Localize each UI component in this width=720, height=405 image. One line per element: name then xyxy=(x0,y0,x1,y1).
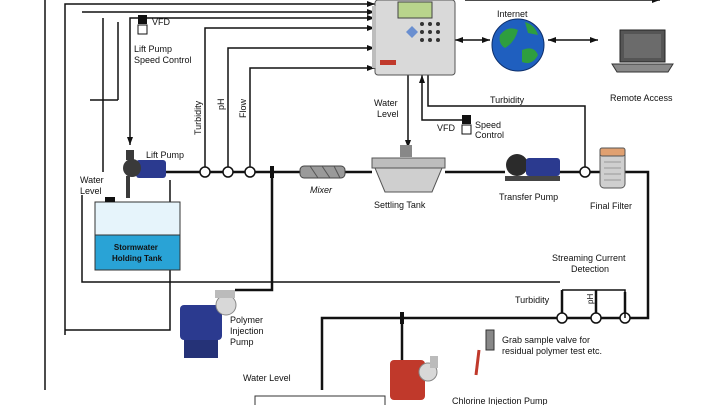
vfd-top-label: VFD xyxy=(152,17,171,27)
arrowheads xyxy=(127,0,660,148)
grab-line1: Grab sample valve for xyxy=(502,335,590,345)
water-level-mid-label: Water Level xyxy=(374,98,400,119)
final-filter-label: Final Filter xyxy=(590,201,632,211)
vfd-box-top xyxy=(137,15,148,35)
turbidity-top-right-label: Turbidity xyxy=(490,95,525,105)
vfd-mid-label: VFD xyxy=(437,123,456,133)
transfer-pump-label: Transfer Pump xyxy=(499,192,558,202)
polymer-line3: Pump xyxy=(230,337,254,347)
polymer-pump-icon xyxy=(180,290,237,358)
injection-point-marker xyxy=(270,166,274,178)
remote-access-label: Remote Access xyxy=(610,93,673,103)
controller-panel xyxy=(372,0,456,76)
streaming-current-label: Streaming Current Detection xyxy=(552,253,628,274)
settling-tank-label: Settling Tank xyxy=(374,200,426,210)
speed-control-mid-line1: Speed xyxy=(475,120,501,130)
ph-vertical-label: pH xyxy=(216,98,226,110)
speed-control-mid-line2: Control xyxy=(475,130,504,140)
polymer-line2: Injection xyxy=(230,326,264,336)
grab-line2: residual polymer test etc. xyxy=(502,346,602,356)
water-level-left-line1: Water xyxy=(80,175,104,185)
holding-tank xyxy=(94,197,181,271)
lift-pump-speed-line1: Lift Pump xyxy=(134,44,172,54)
lift-pump-speed-line2: Speed Control xyxy=(134,55,192,65)
grab-sample-label: Grab sample valve for residual polymer t… xyxy=(502,335,602,356)
water-level-bottom-label: Water Level xyxy=(243,373,291,383)
streaming-line2: Detection xyxy=(571,264,609,274)
water-level-left-label: Water Level xyxy=(80,175,106,196)
chlorine-pump-icon xyxy=(390,356,438,400)
flow-vertical-label: Flow xyxy=(238,98,248,118)
settling-tank-icon xyxy=(371,145,446,193)
tank-label: Stormwater Holding Tank xyxy=(112,243,163,263)
turbidity-vertical-label: Turbidity xyxy=(193,100,203,135)
tank-line2: Holding Tank xyxy=(112,254,163,263)
lift-pump-speed-label: Lift Pump Speed Control xyxy=(134,44,192,65)
water-level-left-line2: Level xyxy=(80,186,102,196)
transfer-pump-icon xyxy=(505,154,560,181)
internet-label: Internet xyxy=(497,9,528,19)
globe-icon xyxy=(491,18,545,72)
injection-point-marker-lower xyxy=(400,312,404,324)
water-level-mid-line2: Level xyxy=(377,109,399,119)
chlorine-pump-label: Chlorine Injection Pump xyxy=(452,396,548,405)
laptop-icon xyxy=(611,29,674,73)
lift-pump-label: Lift Pump xyxy=(146,150,184,160)
mixer-icon xyxy=(299,165,346,179)
polymer-pump-label: Polymer Injection Pump xyxy=(230,315,266,347)
final-filter-icon xyxy=(599,147,626,189)
tank-line1: Stormwater xyxy=(114,243,158,252)
lift-pump-icon xyxy=(123,150,166,198)
ph-lower-label: pH xyxy=(586,294,595,304)
polymer-line1: Polymer xyxy=(230,315,263,325)
speed-control-mid-label: Speed Control xyxy=(475,120,504,140)
water-level-mid-line1: Water xyxy=(374,98,398,108)
bottom-tank-outline xyxy=(254,395,386,405)
grab-sample-valve-icon xyxy=(474,329,495,376)
streaming-line1: Streaming Current xyxy=(552,253,626,263)
mixer-label: Mixer xyxy=(310,185,333,195)
vfd-box-mid xyxy=(461,115,472,135)
streaming-current-bracket xyxy=(562,289,626,318)
turbidity-lower-label: Turbidity xyxy=(515,295,550,305)
